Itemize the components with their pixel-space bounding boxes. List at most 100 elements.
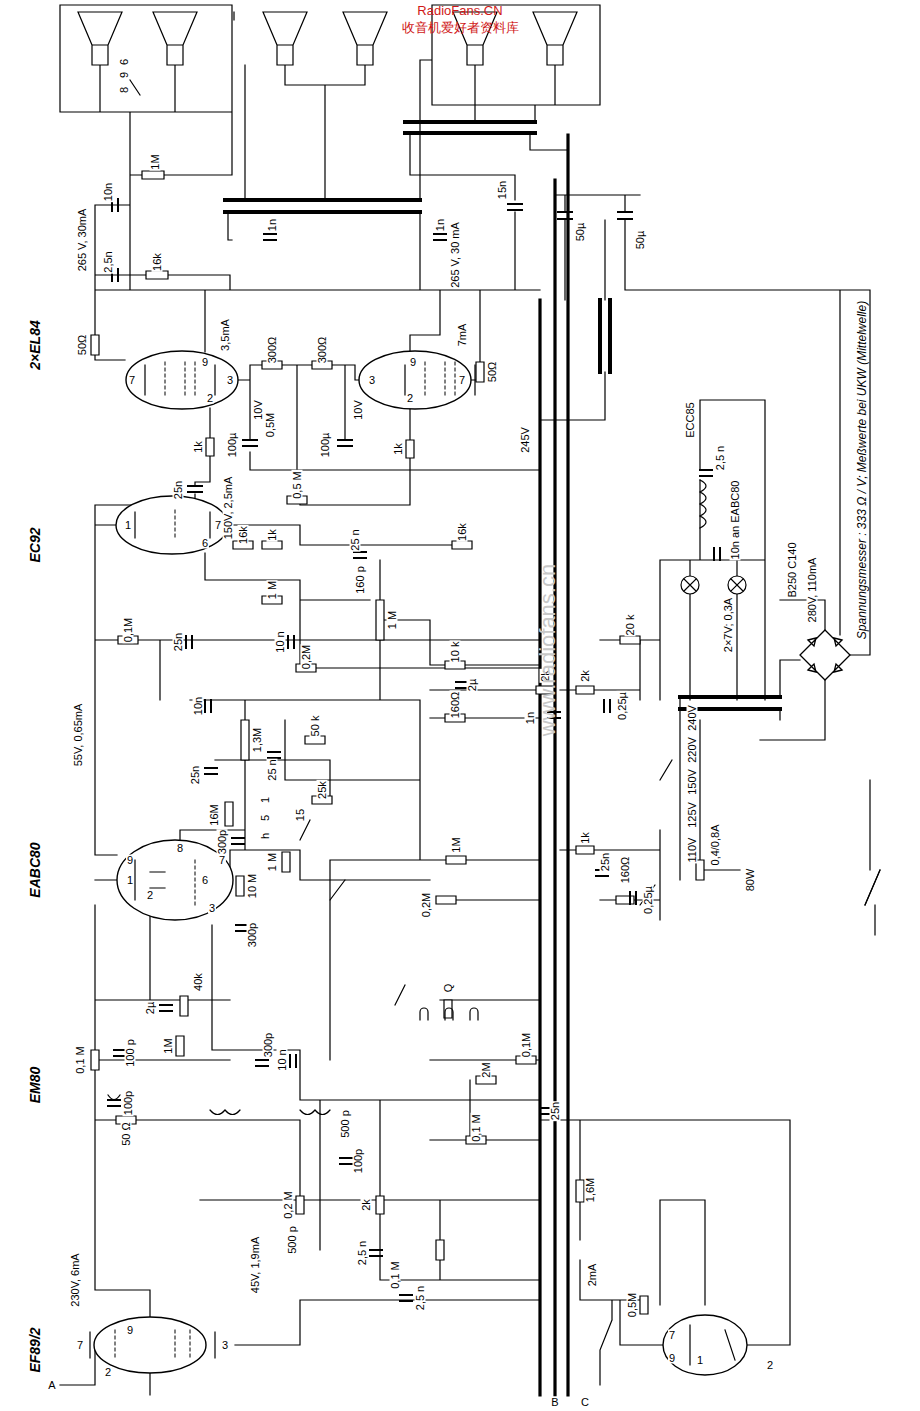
component-value: 9	[668, 1353, 676, 1364]
component-value: 2	[766, 1360, 774, 1371]
component-value: 125V	[687, 801, 698, 829]
component-value: 2mA	[587, 1263, 598, 1288]
component-value: 1,6M	[585, 1177, 596, 1203]
component-value: 0,1M	[123, 617, 134, 643]
component-value: 0,1 M	[390, 1260, 401, 1290]
component-value: 2	[406, 393, 414, 404]
switch-contact	[130, 80, 880, 1005]
component-value: 300p	[263, 1032, 274, 1058]
component-value: 8	[119, 86, 130, 94]
component-value: 2,5n	[103, 250, 114, 273]
component-value: 2	[206, 393, 214, 404]
component-value: 10 M	[247, 873, 258, 899]
component-value: 2×7V; 0,3A	[723, 597, 734, 653]
component-value: 150V	[687, 768, 698, 796]
component-value: 6	[201, 875, 209, 886]
component-value: 16k	[238, 525, 249, 545]
choke-coil	[108, 480, 706, 1115]
component-value: 10 k	[450, 641, 461, 664]
component-value: 7	[458, 375, 466, 386]
component-value: 0,5M	[627, 1292, 638, 1318]
component-value: 0,2M	[421, 892, 432, 918]
component-value: 50 k	[310, 715, 321, 738]
component-value: 2µ	[145, 1001, 156, 1015]
component-value: 25n	[173, 632, 184, 652]
component-value: 245V	[520, 426, 531, 454]
component-value: 100µ	[320, 432, 331, 459]
component-value: 7	[214, 520, 222, 531]
component-value: 0,5M	[265, 412, 276, 438]
wire	[60, 5, 880, 1395]
component-value: 2,5 n	[415, 1285, 426, 1311]
component-value: 9	[126, 855, 134, 866]
component-value: 265 V, 30 mA	[450, 221, 461, 289]
component-value: 2M	[481, 1061, 492, 1078]
component-value: 10n	[103, 182, 114, 202]
component-value: Q	[443, 983, 454, 994]
component-value: 7	[76, 1340, 84, 1351]
component-value: 280V, 110mA	[807, 557, 818, 624]
component-value: ECC85	[685, 401, 696, 438]
component-value: 1n	[267, 218, 278, 232]
component-value: 0,1 M	[471, 1113, 482, 1143]
component-value: 50µ	[575, 222, 586, 243]
resistor-symbol	[91, 171, 648, 1314]
tube-type: EM80	[28, 1066, 42, 1105]
tube-grid	[115, 362, 455, 1360]
component-value: 265 V, 30mA	[77, 208, 88, 273]
component-value: 300p	[247, 922, 258, 948]
component-value: 16k	[457, 522, 468, 542]
component-value: 10n	[193, 696, 204, 716]
component-value: 3	[226, 375, 234, 386]
component-value: 300Ω	[267, 336, 278, 365]
component-value: 10n an EABC80	[730, 480, 741, 561]
component-value: 1k	[193, 440, 204, 454]
component-value: 1M	[150, 153, 161, 170]
component-value: 240V	[687, 704, 698, 732]
component-value: 25n	[550, 1101, 561, 1121]
tube-envelope	[116, 496, 228, 554]
capacitor-symbol	[108, 199, 720, 1301]
wiring	[60, 5, 880, 1395]
component-value: 230V, 6mA	[70, 1252, 81, 1307]
component-value: 300Ω	[317, 336, 328, 365]
component-value: 45V, 1,9mA	[250, 1236, 261, 1294]
component-value: 15n	[497, 180, 508, 200]
component-value: 20 k	[625, 614, 636, 637]
component-value: 25n	[190, 765, 201, 785]
component-value: 7	[668, 1330, 676, 1341]
component-value: 220V	[687, 736, 698, 764]
component-value: 9	[409, 357, 417, 368]
component-value: 300p	[217, 829, 228, 855]
component-value: 6	[119, 58, 130, 66]
component-value: 50Ω	[77, 334, 88, 356]
component-value: h	[260, 832, 271, 840]
component-value: 100p	[123, 1090, 134, 1116]
component-value: 9	[119, 71, 130, 79]
component-value: 160Ω	[620, 856, 631, 885]
component-value: 0,5 M	[292, 470, 303, 500]
component-value: 1M	[451, 836, 462, 853]
component-value: 2k	[361, 1198, 372, 1212]
component-value: 16M	[209, 803, 220, 826]
component-value: 0,1 M	[75, 1045, 86, 1075]
watermark-text: RadioFans.CN	[416, 4, 503, 17]
component-value: A	[47, 1380, 56, 1391]
component-value: 15	[295, 808, 306, 822]
tube-envelope	[663, 1315, 747, 1375]
watermark-text: 收音机爱好者资料库	[401, 21, 520, 34]
tube-type: EF89/2	[28, 1326, 42, 1373]
component-value: 10 n	[275, 630, 286, 653]
component-value: 3	[208, 903, 216, 914]
component-value: 3	[221, 1340, 229, 1351]
component-value: 500 p	[287, 1225, 298, 1255]
component-value: 1	[124, 520, 132, 531]
component-value: 1	[260, 796, 271, 804]
component-value: 110V	[687, 837, 698, 864]
component-value: 0,4/0,8A	[710, 824, 721, 867]
component-value: 1 M	[267, 852, 278, 872]
supply-bus	[540, 135, 568, 1395]
component-value: 1,3M	[252, 727, 263, 753]
component-value: 3,5mA	[220, 318, 231, 352]
